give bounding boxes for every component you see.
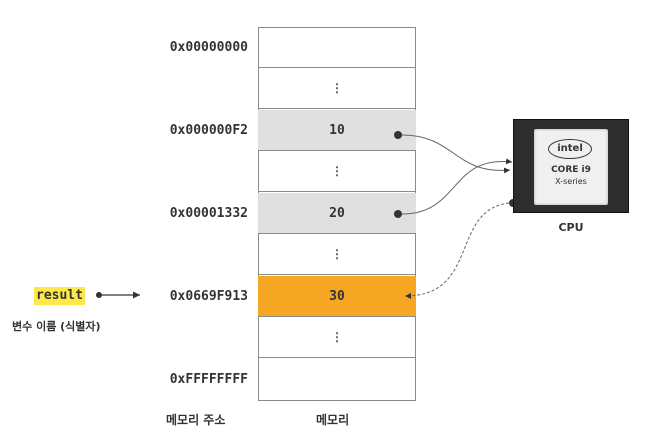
address-column-label: 메모리 주소: [166, 413, 226, 427]
cpu-model: CORE i9: [551, 165, 591, 175]
intel-logo: intel: [548, 139, 592, 159]
ellipsis-icon: ⋮: [258, 68, 416, 109]
variable-pointer-dot: [96, 292, 102, 298]
memory-cell: [258, 27, 416, 68]
memory-address: 0xFFFFFFFF: [169, 372, 248, 387]
variable-caption: 변수 이름 (식별자): [12, 320, 101, 333]
cell-20-to-cpu-arrow: [401, 158, 513, 215]
memory-address: 0x0669F913: [169, 289, 248, 304]
memory-column-label: 메모리: [316, 413, 350, 427]
memory-address: 0x000000F2: [169, 123, 248, 138]
cpu-chip: intel CORE i9 X-series: [513, 119, 629, 213]
memory-cell-value: 20: [258, 193, 416, 234]
memory-address: 0x00000000: [169, 40, 248, 55]
cpu-die: intel CORE i9 X-series: [534, 129, 608, 205]
cpu-series: X-series: [555, 177, 587, 186]
cell-10-to-cpu-arrow: [401, 134, 511, 174]
memory-address: 0x00001332: [169, 206, 248, 221]
cell-20-dot: [394, 210, 402, 218]
variable-name: result: [34, 287, 85, 305]
cpu-label: CPU: [558, 221, 584, 234]
ellipsis-icon: ⋮: [258, 234, 416, 275]
cell-10-dot: [394, 131, 402, 139]
ellipsis-icon: ⋮: [258, 317, 416, 358]
ellipsis-icon: ⋮: [258, 151, 416, 192]
memory-cell-result: 30: [258, 276, 416, 317]
memory-cell-value: 10: [258, 110, 416, 151]
cpu-to-result-arrow: [404, 202, 510, 299]
